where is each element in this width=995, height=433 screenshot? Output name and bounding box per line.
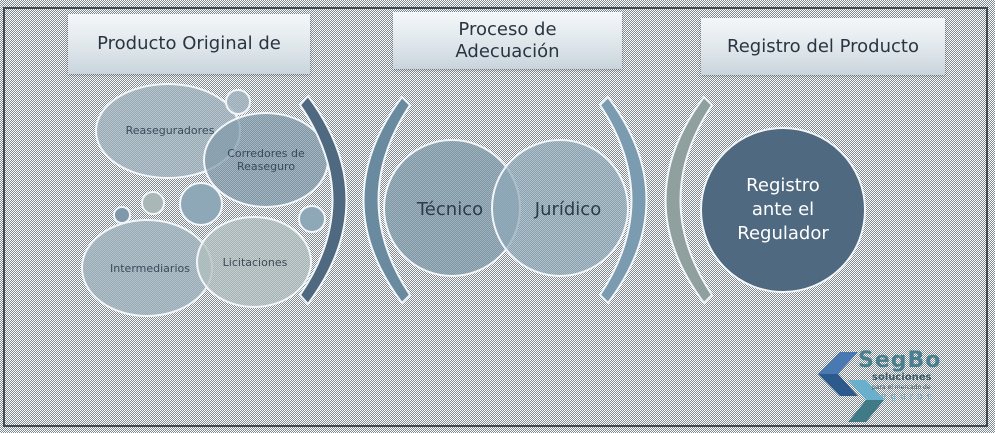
logo-word: seguros — [872, 392, 936, 402]
header-producto-original: Producto Original de — [68, 14, 310, 74]
logo-name: SegBo — [858, 348, 942, 373]
label-tecnico: Técnico — [416, 198, 484, 220]
header-registro-producto: Registro del Producto — [701, 18, 945, 75]
small-circle — [298, 205, 326, 233]
small-circle — [113, 206, 131, 224]
header-text: Producto Original de — [97, 33, 281, 54]
header-proceso-adecuacion: Proceso de Adecuación — [393, 12, 622, 69]
bracket-open-1 — [362, 95, 412, 305]
circle-juridico — [491, 139, 629, 277]
small-circle — [225, 89, 251, 115]
small-circle — [179, 182, 223, 226]
label-reaseguradores: Reaseguradores — [125, 123, 215, 137]
logo-subtitle: para el mercado de — [872, 384, 931, 391]
segbo-logo-mark — [818, 352, 884, 422]
diagram-frame — [3, 7, 988, 427]
bracket-open-2 — [664, 95, 714, 305]
bracket-close-1 — [298, 94, 348, 306]
header-text: Proceso de Adecuación — [455, 18, 560, 62]
logo-tagline: soluciones — [872, 372, 932, 383]
label-registro-regulador: Registro ante el Regulador — [737, 175, 829, 244]
label-licitaciones: Licitaciones — [222, 255, 288, 269]
bracket-close-2 — [598, 95, 648, 305]
small-circle — [141, 191, 165, 215]
label-intermediarios: Intermediarios — [110, 261, 190, 275]
segbo-logo: SegBo soluciones para el mercado de segu… — [858, 348, 968, 403]
ellipse-licitaciones — [196, 216, 312, 308]
label-juridico: Jurídico — [534, 198, 602, 220]
label-corredores: Corredores de Reaseguro — [227, 147, 305, 173]
circle-registro — [700, 127, 866, 293]
header-text: Registro del Producto — [727, 35, 919, 57]
